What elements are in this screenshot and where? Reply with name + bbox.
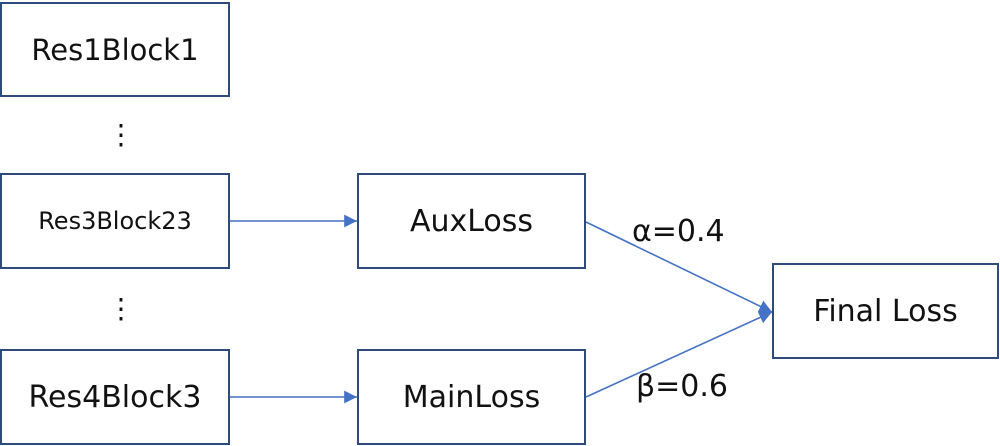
ellipsis-bottom: ⋮ — [107, 292, 135, 325]
mainloss-label: MainLoss — [402, 379, 541, 415]
finalloss-node: Final Loss — [772, 263, 999, 359]
auxloss-label: AuxLoss — [409, 203, 534, 239]
mainloss-node: MainLoss — [357, 349, 586, 445]
res3block23-label: Res3Block23 — [38, 207, 192, 235]
arrow-mainloss-to-finalloss — [585, 311, 773, 398]
res4block3-node: Res4Block3 — [0, 349, 230, 445]
alpha-weight-label: α=0.4 — [632, 214, 725, 249]
res1block1-node: Res1Block1 — [0, 2, 230, 97]
finalloss-label: Final Loss — [813, 293, 958, 329]
beta-weight-label: β=0.6 — [636, 369, 728, 404]
arrow-auxloss-to-finalloss — [585, 221, 773, 313]
res3block23-node: Res3Block23 — [0, 173, 230, 269]
ellipsis-top: ⋮ — [107, 118, 135, 151]
res4block3-label: Res4Block3 — [28, 379, 202, 415]
res1block1-label: Res1Block1 — [31, 32, 199, 67]
auxloss-node: AuxLoss — [357, 173, 586, 269]
